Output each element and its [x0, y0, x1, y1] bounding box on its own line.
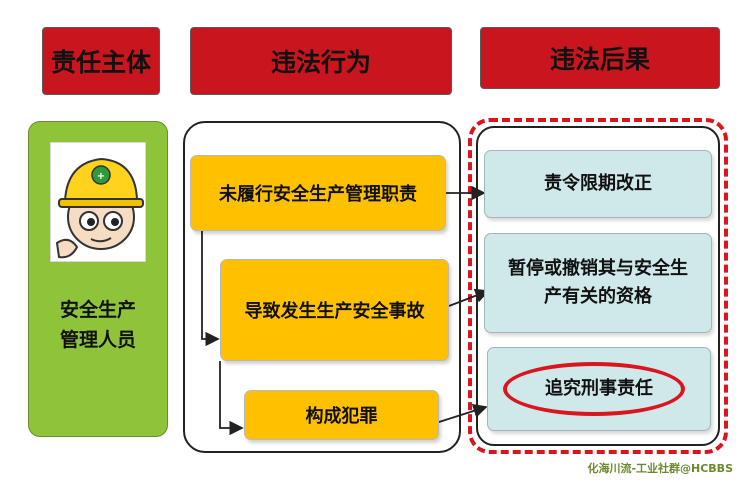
consequence-box-2: 暂停或撤销其与安全生 产有关的资格	[484, 233, 712, 333]
header-consequence: 违法后果	[480, 27, 720, 89]
svg-text:+: +	[97, 171, 105, 182]
watermark: 化海川流-工业社群@HCBBS	[587, 462, 733, 475]
behavior-box-1: 未履行安全生产管理职责	[190, 155, 446, 231]
helmet-character-icon: +	[55, 157, 144, 259]
safety-helmet-avatar-image: +	[50, 142, 146, 262]
criminal-liability-highlight	[503, 362, 685, 416]
consequence-highlight-outline	[468, 118, 728, 454]
behavior-box-3: 构成犯罪	[244, 390, 439, 440]
header-behavior: 违法行为	[190, 27, 452, 95]
subject-label: 安全生产 管理人员	[59, 299, 136, 351]
consequence-box-1: 责令限期改正	[484, 150, 712, 218]
header-subject: 责任主体	[42, 27, 160, 95]
behavior-box-2: 导致发生生产安全事故	[220, 259, 449, 361]
